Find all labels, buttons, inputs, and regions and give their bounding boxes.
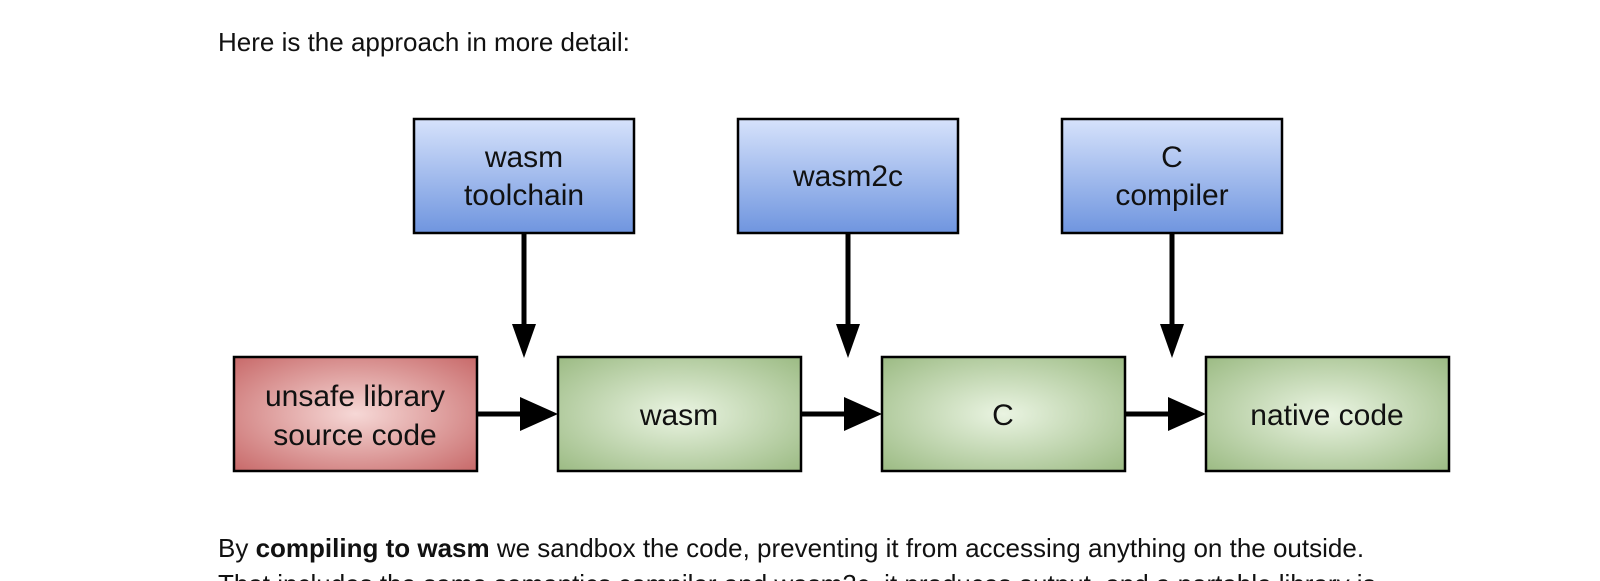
compiling-to-wasm-emphasis: compiling to wasm <box>255 533 490 563</box>
flow-arrow-source-to-wasm <box>477 397 558 431</box>
flow-arrow-wasm-to-c <box>801 397 882 431</box>
tool-arrow-toolchain <box>512 233 536 358</box>
tool-label-line: compiler <box>1115 179 1228 212</box>
tool-label-line: wasm <box>484 141 563 174</box>
tool-label-line: C <box>1161 141 1183 174</box>
tool-box-c-compiler: C compiler <box>1060 117 1284 235</box>
explanation-paragraph: By compiling to wasm we sandbox the code… <box>218 530 1364 566</box>
by-prefix-text: By <box>218 533 256 563</box>
stage-box-c: C <box>880 355 1127 473</box>
tool-arrow-compiler <box>1160 233 1184 358</box>
tool-label-line: wasm2c <box>792 160 903 193</box>
stage-label-line: native code <box>1250 399 1403 432</box>
compilation-pipeline-diagram: wasm toolchain wasm2c C compiler un <box>218 88 1474 500</box>
tool-box-wasm2c: wasm2c <box>736 117 960 235</box>
tool-arrow-wasm2c <box>836 233 860 358</box>
stage-box-wasm: wasm <box>556 355 803 473</box>
stage-box-native-code: native code <box>1204 355 1451 473</box>
cut-off-paragraph: That includes the same semantics compile… <box>218 566 1404 581</box>
by-rest-text: we sandbox the code, preventing it from … <box>489 533 1365 563</box>
flow-arrow-c-to-native <box>1125 397 1206 431</box>
stage-box-unsafe-source: unsafe library source code <box>232 355 479 473</box>
tool-box-wasm-toolchain: wasm toolchain <box>412 117 636 235</box>
stage-label-line: wasm <box>639 399 718 432</box>
stage-label-line: unsafe library <box>265 380 445 413</box>
intro-paragraph: Here is the approach in more detail: <box>218 27 630 57</box>
stage-label-line: source code <box>273 419 436 452</box>
stage-label-line: C <box>992 399 1014 432</box>
tool-label-line: toolchain <box>464 179 584 212</box>
